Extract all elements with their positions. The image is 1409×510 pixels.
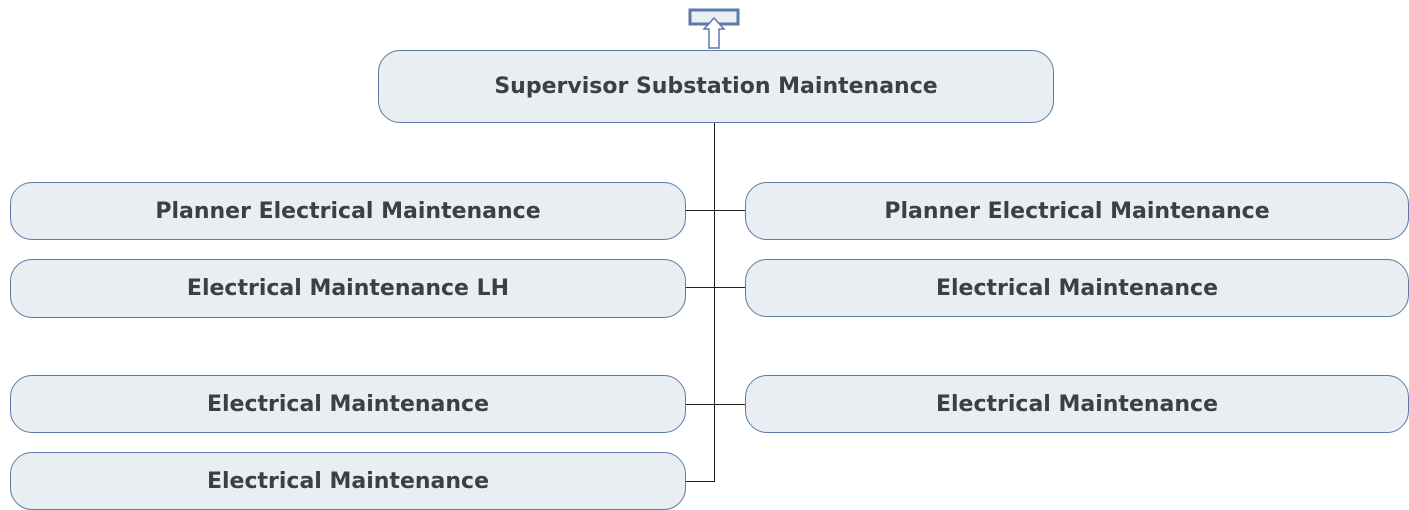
node-label: Electrical Maintenance [935, 391, 1219, 417]
node-label: Electrical Maintenance LH [186, 276, 510, 301]
root-node[interactable]: Supervisor Substation Maintenance [378, 50, 1054, 123]
root-label: Supervisor Substation Maintenance [494, 74, 938, 99]
connector-right-1 [715, 210, 745, 211]
left-node-2[interactable]: Electrical Maintenance LH [10, 259, 686, 318]
connector-left-4 [685, 481, 715, 482]
connector-left-1 [685, 210, 715, 211]
connector-right-3 [715, 404, 745, 405]
left-node-3[interactable]: Electrical Maintenance [10, 375, 686, 433]
left-node-1[interactable]: Planner Electrical Maintenance [10, 182, 686, 240]
right-node-1[interactable]: Planner Electrical Maintenance [745, 182, 1409, 240]
right-node-2[interactable]: Electrical Maintenance [745, 259, 1409, 317]
up-arrow-icon[interactable] [688, 8, 740, 50]
node-label: Electrical Maintenance [206, 391, 490, 417]
left-node-4[interactable]: Electrical Maintenance [10, 452, 686, 510]
node-label: Planner Electrical Maintenance [884, 198, 1270, 224]
connector-left-2 [685, 287, 715, 288]
connector-right-2 [715, 287, 745, 288]
connector-left-3 [685, 404, 715, 405]
node-label: Electrical Maintenance [206, 468, 490, 494]
trunk-line [714, 123, 715, 482]
node-label: Planner Electrical Maintenance [155, 198, 541, 224]
node-label: Electrical Maintenance [935, 275, 1219, 301]
right-node-3[interactable]: Electrical Maintenance [745, 375, 1409, 433]
